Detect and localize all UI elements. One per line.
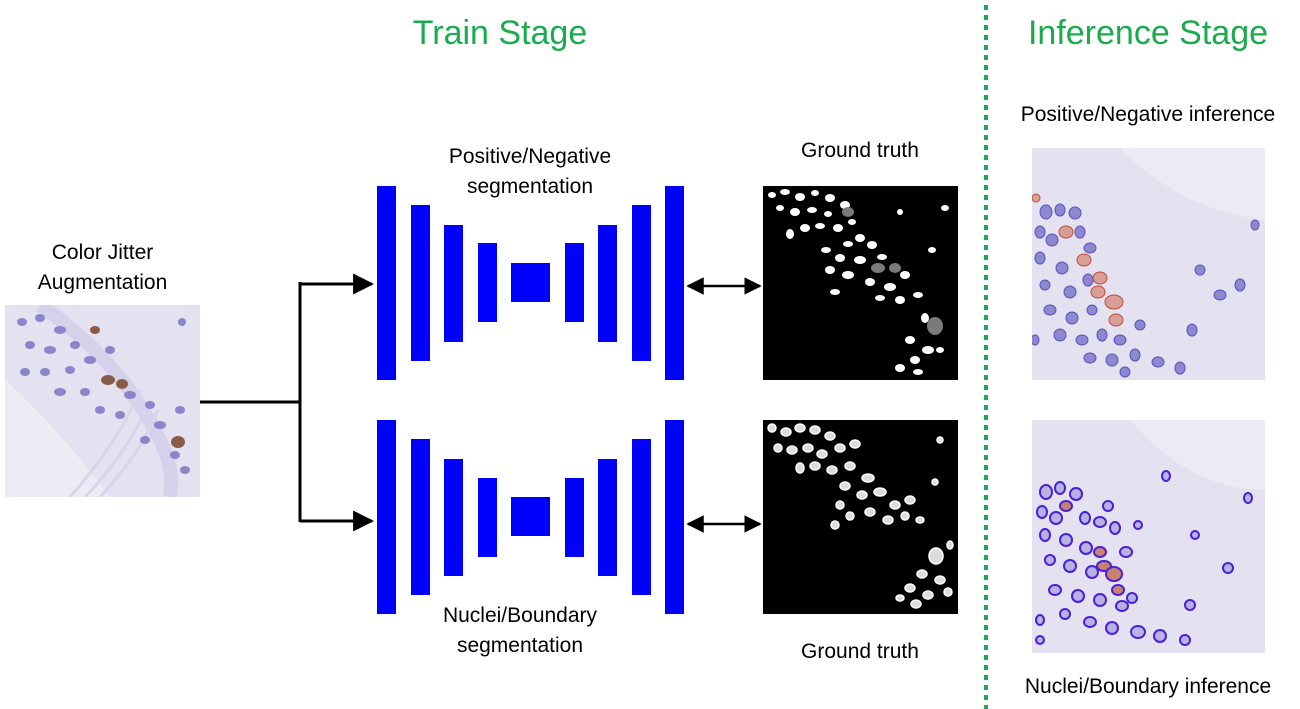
pos-neg-segmentation-label: Positive/Negative segmentation: [420, 142, 640, 202]
nuclei-boundary-network: [377, 420, 684, 614]
input-split-arrows: [200, 273, 375, 532]
pos-neg-segmentation-label-line1: Positive/Negative: [448, 145, 612, 168]
nuclei-boundary-segmentation-label: Nuclei/Boundary segmentation: [420, 601, 620, 661]
color-jitter-label-line2: Augmentation: [37, 271, 168, 294]
nuclei-boundary-inference-label: Nuclei/Boundary inference: [1024, 675, 1272, 698]
pos-neg-segmentation-label-line2: segmentation: [466, 175, 594, 198]
inference-stage-title: Inference Stage: [1027, 14, 1269, 52]
ground-truth-bottom-label: Ground truth: [801, 640, 919, 663]
pos-neg-network: [377, 186, 684, 380]
ground-truth-top-label: Ground truth: [801, 139, 919, 162]
pos-neg-inference-image: [1032, 148, 1265, 380]
color-jitter-label: Color Jitter Augmentation: [0, 238, 205, 298]
train-stage-title: Train Stage: [412, 14, 588, 52]
ground-truth-top-mask: [763, 186, 958, 380]
pos-neg-inference-label: Positive/Negative inference: [1020, 103, 1276, 126]
nuclei-boundary-inference-image: [1032, 420, 1265, 653]
input-tissue-image: [5, 305, 200, 497]
nuclei-boundary-segmentation-label-line2: segmentation: [456, 634, 584, 657]
ground-truth-bottom-mask: [763, 420, 958, 614]
nuclei-boundary-segmentation-label-line1: Nuclei/Boundary: [442, 604, 598, 627]
color-jitter-label-line1: Color Jitter: [51, 241, 154, 264]
